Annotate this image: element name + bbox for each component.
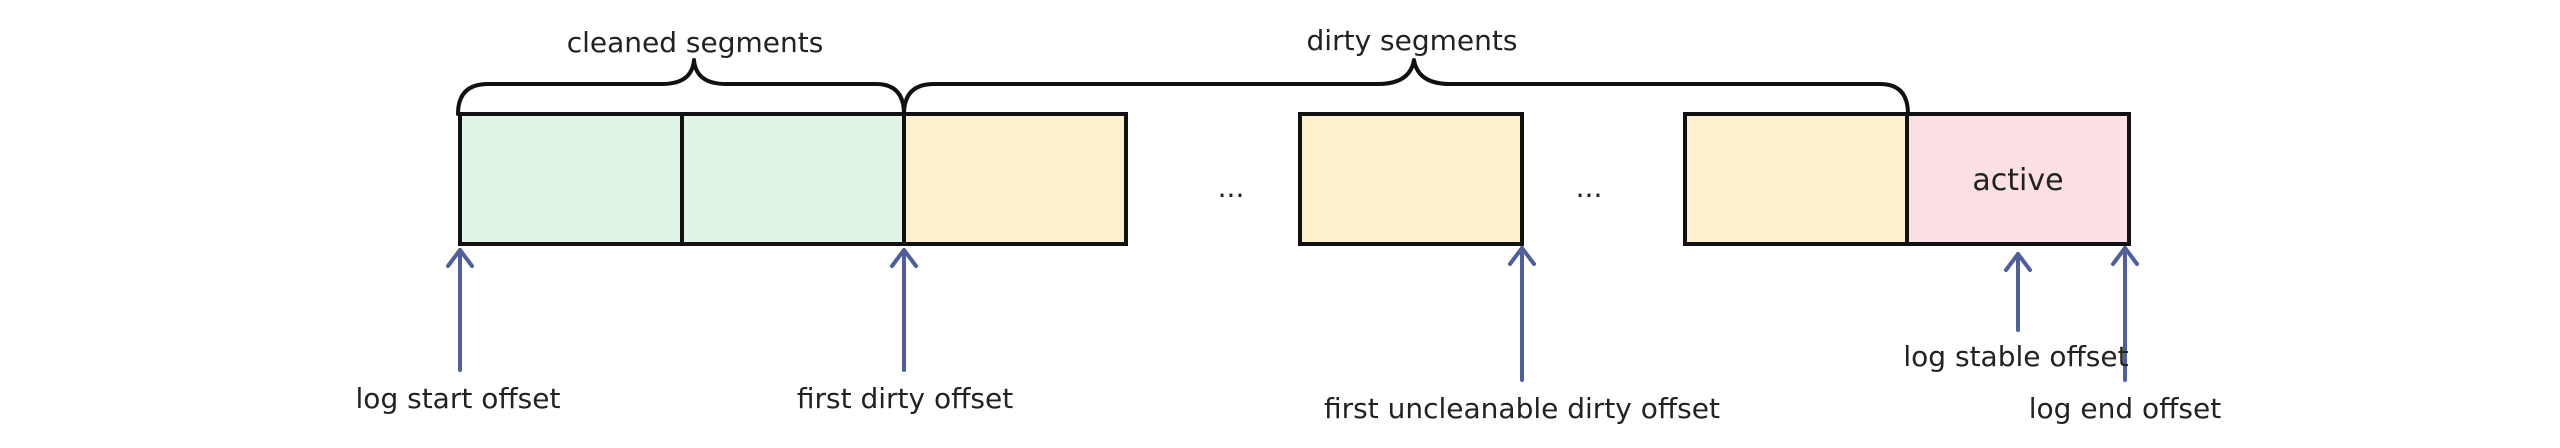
cleaned-segment-2 [680,112,906,246]
ellipsis-2: ... [1576,171,1603,204]
log-start-offset-label: log start offset [356,382,561,415]
cleaned-segments-label: cleaned segments [567,26,824,59]
active-segment [1905,112,2131,246]
cleaned-segments-brace [456,58,906,116]
log-end-offset-label: log end offset [2029,392,2221,425]
cleaned-segment-1 [458,112,684,246]
segment-row [458,112,2131,246]
ellipsis-1: ... [1218,171,1245,204]
active-segment-label: active [1972,163,2063,198]
log-start-offset-arrow [446,248,474,372]
first-uncleanable-dirty-offset-label: first uncleanable dirty offset [1324,392,1720,425]
log-stable-offset-arrow [2004,252,2032,332]
first-dirty-offset-arrow [890,248,918,372]
dirty-segments-brace [902,58,1910,116]
first-dirty-offset-label: first dirty offset [797,382,1013,415]
dirty-segment-1 [902,112,1128,246]
log-stable-offset-label: log stable offset [1903,340,2128,373]
log-end-offset-arrow [2111,246,2139,382]
dirty-segment-3 [1683,112,1909,246]
dirty-segment-2 [1298,112,1524,246]
first-uncleanable-dirty-offset-arrow [1508,246,1536,382]
dirty-segments-label: dirty segments [1307,24,1518,57]
